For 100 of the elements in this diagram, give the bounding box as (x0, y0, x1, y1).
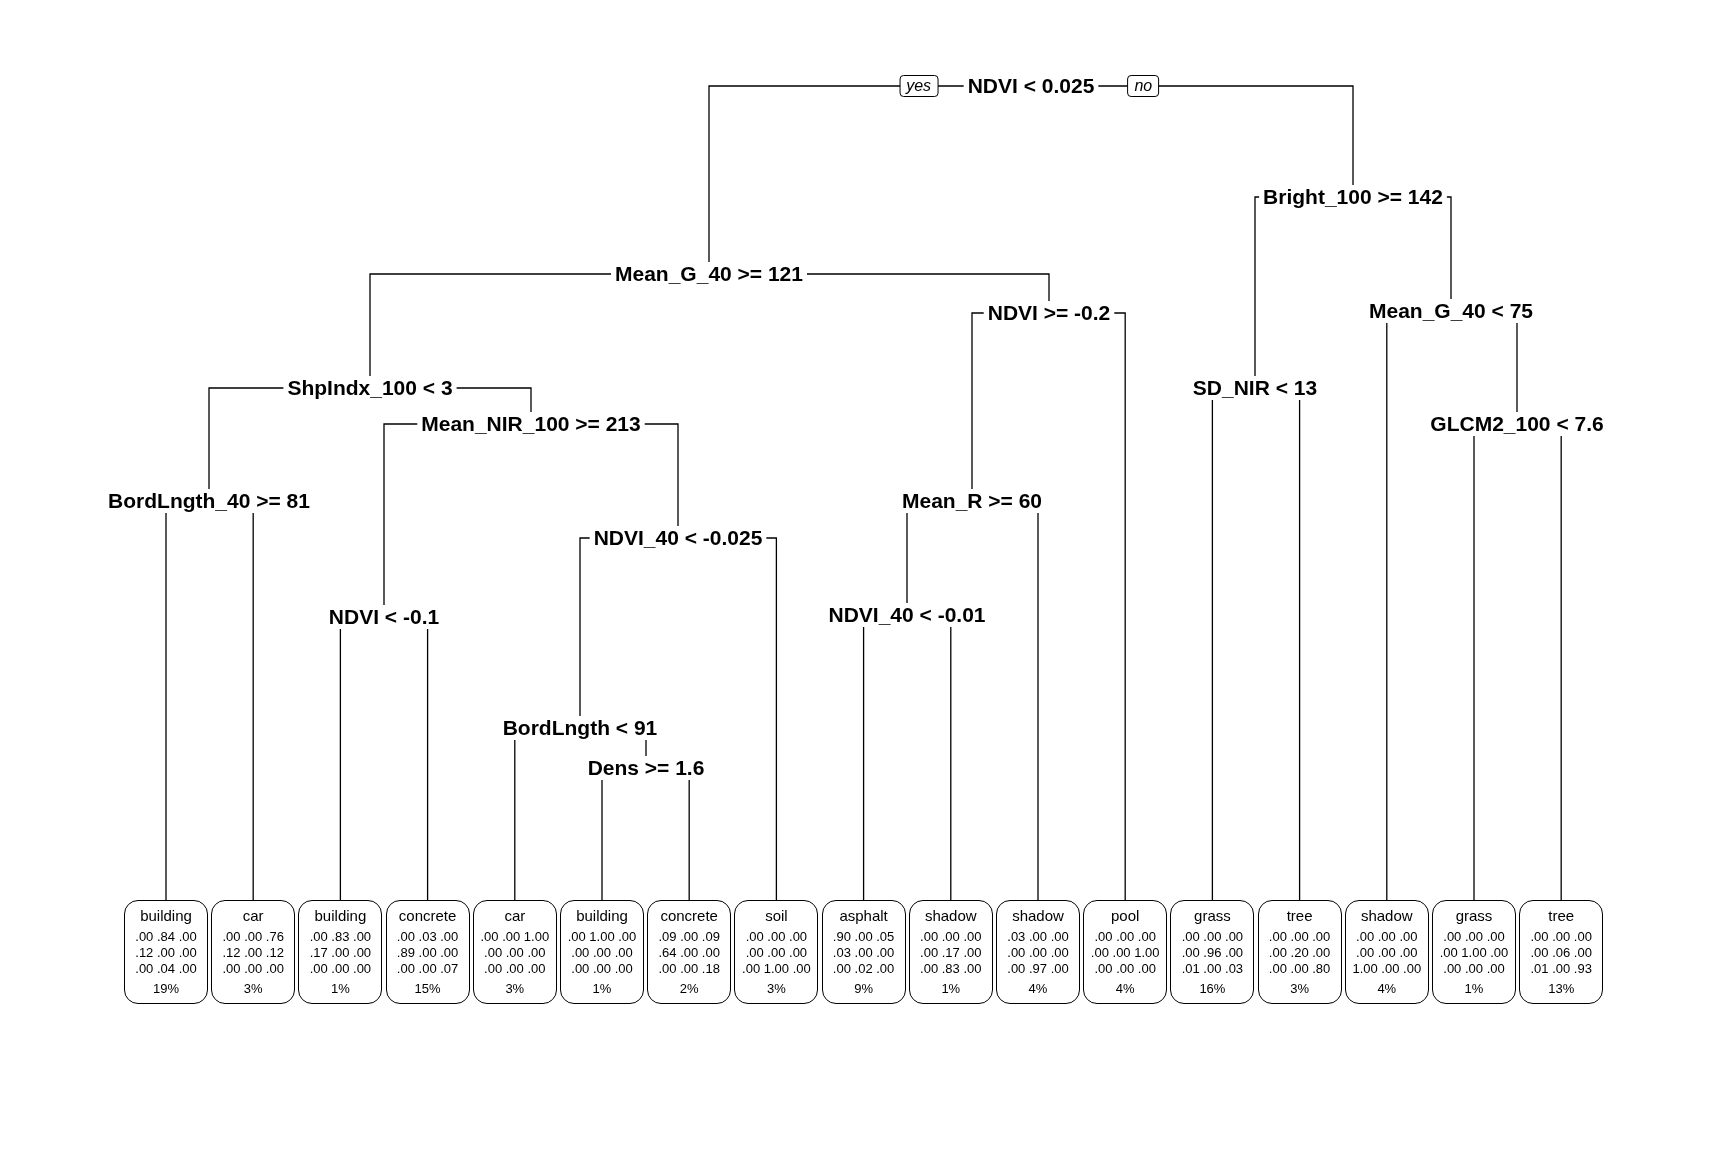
leaf-probabilities: .00 1.00 .00 .00 .00 .00 .00 .00 .00 (567, 929, 637, 977)
split-condition: Mean_G_40 < 75 (1365, 299, 1537, 323)
leaf-probabilities: .00 .00 .00 .00 .06 .00 .01 .00 .93 (1529, 929, 1593, 977)
connector-line (1473, 435, 1475, 901)
leaf-percentage: 4% (1377, 981, 1397, 997)
split-condition: Mean_G_40 >= 121 (611, 262, 807, 286)
leaf-class: grass (1194, 907, 1231, 925)
leaf-percentage: 13% (1548, 981, 1575, 997)
leaf-class: shadow (1012, 907, 1064, 925)
connector-line (688, 779, 690, 901)
leaf-box (1170, 900, 1255, 1004)
leaf-percentage: 3% (505, 981, 525, 997)
connector-line (765, 537, 778, 901)
leaf-class: grass (1455, 907, 1493, 925)
connector-line (369, 273, 612, 377)
leaf-probabilities: .00 .00 .00 .00 .00 1.00 .00 .00 .00 (1090, 929, 1161, 977)
connector-line (1254, 196, 1260, 377)
leaf-probabilities: .00 .00 .76 .12 .00 .12 .00 .00 .00 (221, 929, 285, 977)
leaf-percentage: 19% (153, 981, 179, 997)
connector-line (1386, 322, 1388, 901)
connector-line (1113, 312, 1126, 901)
split-condition: BordLngth_40 >= 81 (104, 489, 314, 513)
leaf-class: building (140, 907, 192, 925)
split-condition: NDVI < 0.025 (963, 74, 1099, 98)
edge-label: yes (899, 75, 939, 97)
leaf-probabilities: .00 .00 .00 .00 .17 .00 .00 .83 .00 (919, 929, 983, 977)
split-condition: Mean_NIR_100 >= 213 (417, 412, 645, 436)
leaf-box (560, 900, 644, 1004)
connector-line (339, 628, 342, 901)
leaf-box (996, 900, 1080, 1004)
connector-line (1560, 435, 1562, 901)
leaf-percentage: 1% (941, 981, 961, 997)
leaf-percentage: 1% (331, 981, 350, 997)
leaf-class: shadow (1360, 907, 1413, 925)
leaf-probabilities: .00 .83 .00 .17 .00 .00 .00 .00 .00 (308, 929, 373, 977)
leaf-class: pool (1111, 907, 1140, 925)
leaf-class: building (576, 907, 628, 925)
connector-line (514, 739, 516, 901)
connector-line (1516, 322, 1518, 413)
connector-line (579, 537, 591, 717)
leaf-box (1519, 900, 1604, 1004)
split-condition: NDVI_40 < -0.01 (824, 603, 990, 627)
leaf-box (647, 900, 732, 1004)
leaf-box (124, 900, 208, 1004)
connector-line (1097, 85, 1354, 186)
leaf-percentage: 4% (1115, 981, 1135, 997)
leaf-percentage: 1% (1464, 981, 1484, 997)
edge-label: no (1127, 75, 1160, 97)
leaf-probabilities: .90 .00 .05 .03 .00 .00 .00 .02 .00 (831, 929, 896, 977)
leaf-box (1083, 900, 1168, 1004)
leaf-class: car (242, 907, 264, 925)
leaf-percentage: 16% (1199, 981, 1226, 997)
connector-line (208, 387, 285, 490)
split-condition: NDVI >= -0.2 (983, 301, 1115, 325)
leaf-probabilities: .09 .00 .09 .64 .00 .00 .00 .00 .18 (657, 929, 721, 977)
connector-line (862, 626, 865, 901)
leaf-probabilities: .00 .00 1.00 .00 .00 .00 .00 .00 .00 (479, 929, 550, 977)
connector-line (906, 512, 908, 604)
connector-line (1298, 399, 1301, 901)
leaf-box (1344, 900, 1429, 1004)
connector-line (708, 85, 965, 263)
connector-line (971, 312, 985, 490)
leaf-box (821, 900, 906, 1004)
leaf-class: tree (1286, 907, 1313, 925)
leaf-percentage: 3% (767, 981, 786, 997)
split-condition: Dens >= 1.6 (583, 756, 709, 780)
leaf-class: asphalt (839, 907, 888, 925)
connector-line (165, 512, 167, 901)
connector-line (1211, 399, 1214, 901)
leaf-percentage: 15% (414, 981, 441, 997)
split-condition: GLCM2_100 < 7.6 (1426, 412, 1608, 436)
leaf-percentage: 1% (592, 981, 612, 997)
split-condition: SD_NIR < 13 (1188, 376, 1322, 400)
leaf-box (734, 900, 819, 1004)
split-condition: NDVI < -0.1 (324, 605, 444, 629)
connector-line (455, 387, 532, 413)
leaf-percentage: 9% (854, 981, 873, 997)
connector-line (601, 779, 603, 901)
leaf-class: building (314, 907, 367, 925)
leaf-box (385, 900, 470, 1004)
leaf-box (1432, 900, 1516, 1004)
leaf-percentage: 3% (243, 981, 263, 997)
leaf-probabilities: .03 .00 .00 .00 .00 .00 .00 .97 .00 (1006, 929, 1070, 977)
connector-line (426, 628, 429, 901)
split-condition: Bright_100 >= 142 (1259, 185, 1447, 209)
leaf-probabilities: .00 .00 .00 .00 .00 .00 1.00 .00 .00 (1351, 929, 1422, 977)
leaf-class: car (504, 907, 526, 925)
leaf-probabilities: .00 .00 .00 .00 .00 .00 .00 1.00 .00 (741, 929, 812, 977)
leaf-box (211, 900, 296, 1004)
split-condition: Mean_R >= 60 (897, 489, 1047, 513)
leaf-probabilities: .00 .84 .00 .12 .00 .00 .00 .04 .00 (134, 929, 198, 977)
leaf-box (908, 900, 993, 1004)
leaf-box (1257, 900, 1342, 1004)
leaf-percentage: 4% (1028, 981, 1048, 997)
leaf-box (472, 900, 557, 1004)
leaf-probabilities: .00 .03 .00 .89 .00 .00 .00 .00 .07 (395, 929, 460, 977)
connector-line (806, 273, 1050, 302)
leaf-percentage: 2% (679, 981, 699, 997)
leaf-class: soil (765, 907, 788, 925)
connector-line (644, 423, 679, 527)
